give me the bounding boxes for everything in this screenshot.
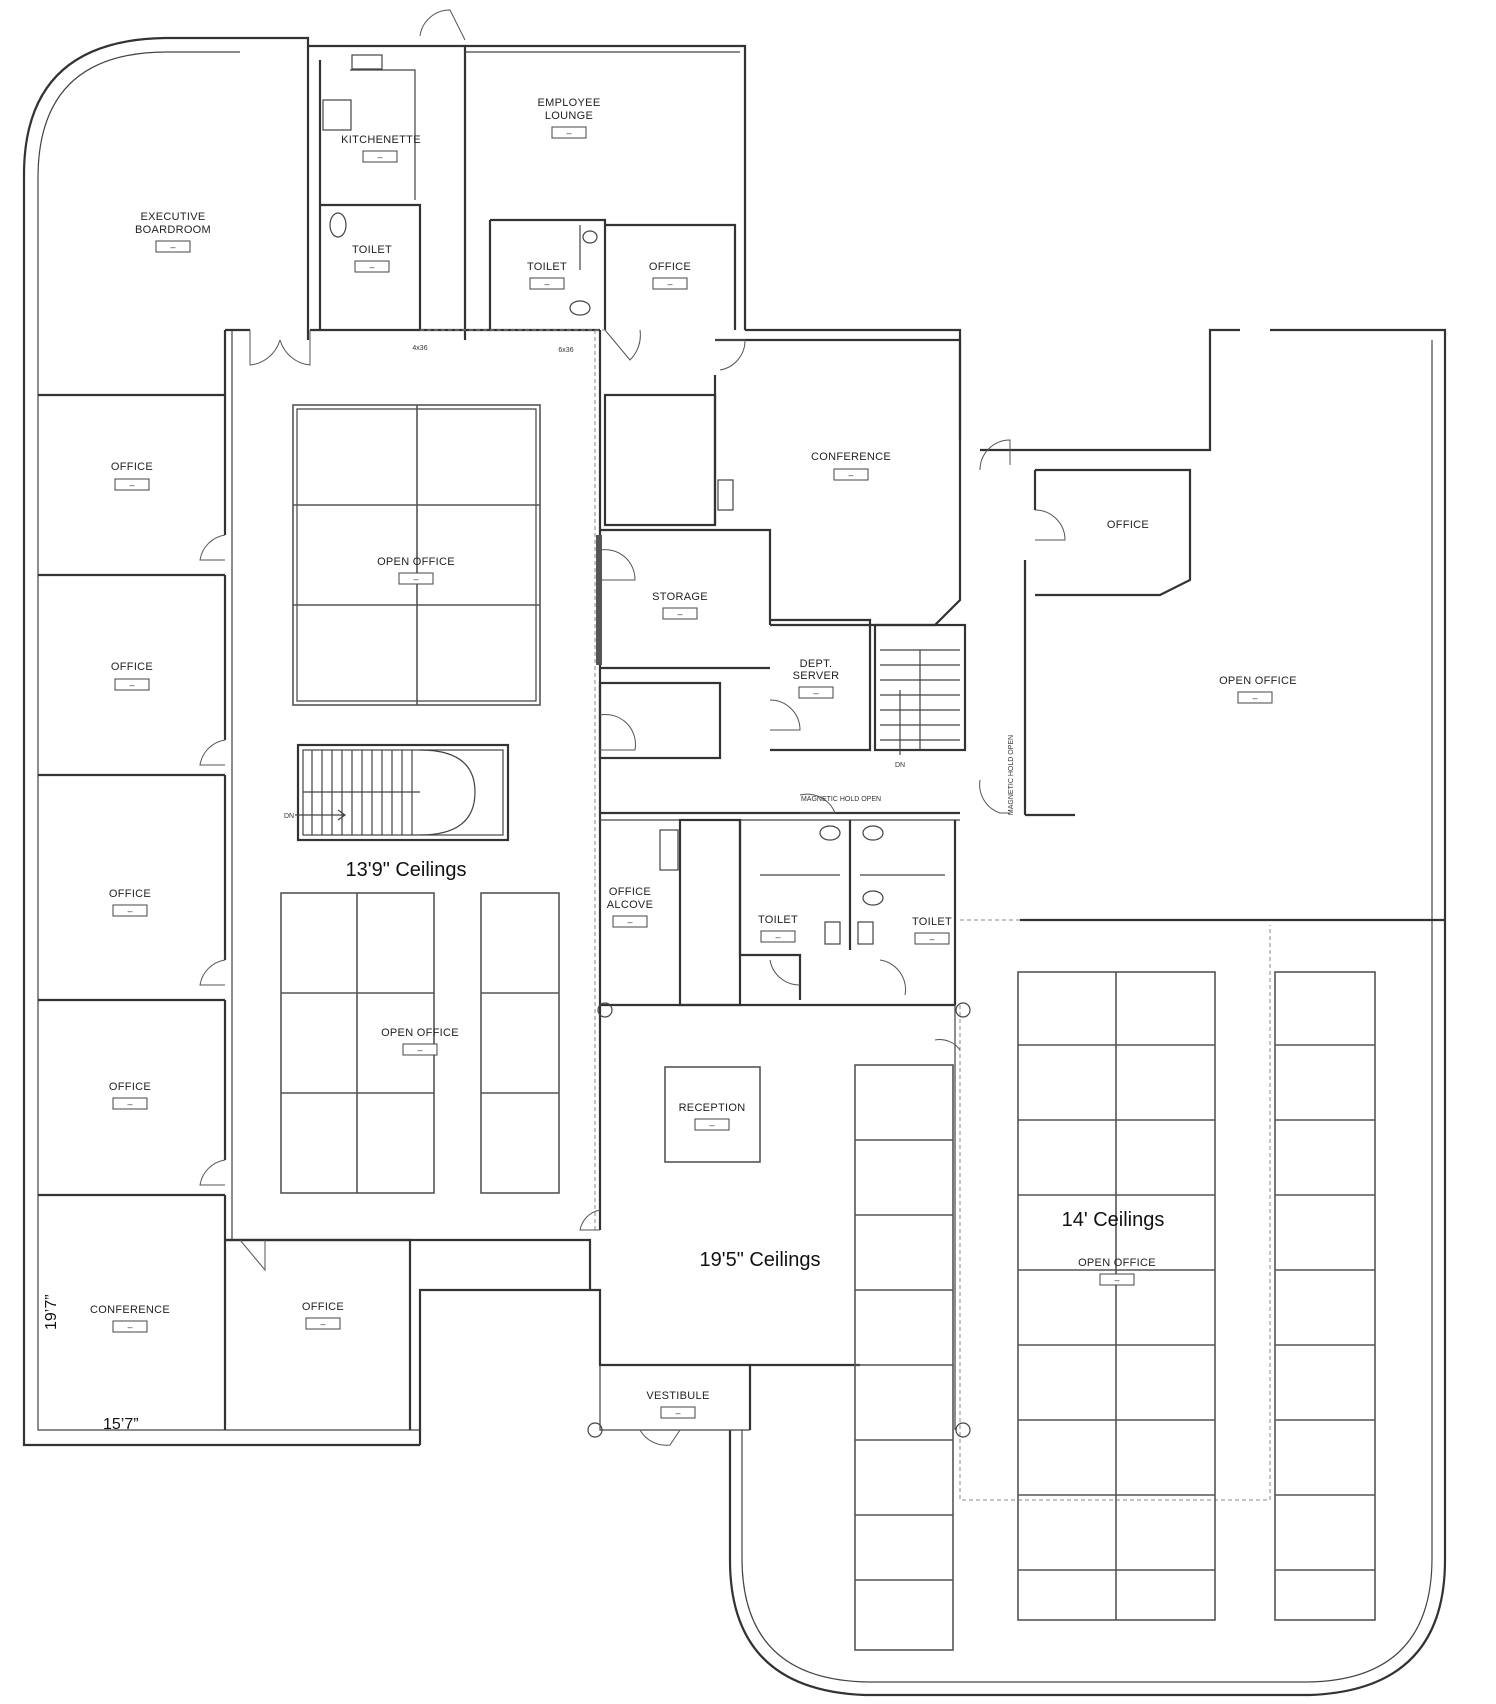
ceiling-labels: 13'9" Ceilings 19'5" Ceilings 14' Ceilin… (346, 859, 1165, 1271)
label-office-lounge: OFFICE (649, 261, 691, 273)
label-office-3: OFFICE (109, 888, 151, 900)
tag-open-office-west-top: – (413, 574, 418, 584)
tag-reception: – (709, 1120, 714, 1130)
label-toilet-lounge: TOILET (527, 261, 567, 273)
dimension-width: 15’7” (103, 1416, 139, 1433)
ceiling-east: 14' Ceilings (1062, 1209, 1165, 1231)
label-toilet-center-1: TOILET (758, 914, 798, 926)
annotations: MAGNETIC HOLD OPEN MAGNETIC HOLD OPEN DN… (284, 345, 1015, 820)
label-open-office-east-bottom: OPEN OFFICE (1078, 1257, 1156, 1269)
tag-office-4: – (127, 1099, 132, 1109)
door-6x36: 6x36 (558, 347, 573, 354)
ceiling-center: 19'5" Ceilings (700, 1249, 821, 1271)
tag-open-office-west-bottom: – (417, 1045, 422, 1055)
label-dept-server-1: DEPT. (800, 658, 833, 670)
tag-conference-west: – (127, 1322, 132, 1332)
tag-office-2: – (129, 680, 134, 690)
east-wing-partitions (954, 468, 1445, 1501)
tag-vestibule: – (675, 1408, 680, 1418)
label-conference-west: CONFERENCE (90, 1304, 170, 1316)
label-office-2: OFFICE (111, 661, 153, 673)
tag-open-office-east-bottom: – (1114, 1275, 1119, 1285)
tag-toilet-center-2: – (929, 934, 934, 944)
room-tags: – – – – – – – – – – – – – – – – – – – – … (112, 126, 1273, 1419)
fixtures (322, 54, 884, 945)
label-storage: STORAGE (652, 591, 708, 603)
tag-office-lounge: – (667, 279, 672, 289)
label-office-alcove-1: OFFICE (609, 886, 651, 898)
tag-office-south: – (320, 1319, 325, 1329)
label-employee-lounge-2: LOUNGE (545, 110, 593, 122)
tag-toilet-center-1: – (775, 932, 780, 942)
label-conference-center: CONFERENCE (811, 451, 891, 463)
door-4x36: 4x36 (412, 345, 427, 352)
tag-toilet-kitchen: – (369, 262, 374, 272)
label-dept-server-2: SERVER (793, 670, 840, 682)
dimension-labels: 15’7” 19’7” (43, 1294, 139, 1433)
tag-executive-boardroom: – (170, 242, 175, 252)
west-partitions (38, 60, 737, 1430)
label-executive-boardroom-1: EXECUTIVE (140, 211, 205, 223)
label-executive-boardroom-2: BOARDROOM (135, 224, 211, 236)
magnetic-hold-open-1: MAGNETIC HOLD OPEN (801, 796, 881, 803)
label-toilet-center-2: TOILET (912, 916, 952, 928)
tag-storage: – (677, 609, 682, 619)
label-office-4: OFFICE (109, 1081, 151, 1093)
label-office-east: OFFICE (1107, 519, 1149, 531)
tag-toilet-lounge: – (544, 279, 549, 289)
label-vestibule: VESTIBULE (646, 1390, 709, 1402)
tag-office-1: – (129, 480, 134, 490)
label-kitchenette: KITCHENETTE (341, 134, 421, 146)
dimension-height: 19’7” (43, 1294, 60, 1330)
label-reception: RECEPTION (679, 1102, 746, 1114)
tag-office-3: – (127, 906, 132, 916)
cubicle-grids (280, 404, 1376, 1651)
tag-open-office-east-top: – (1252, 693, 1257, 703)
room-labels: EXECUTIVE BOARDROOM KITCHENETTE EMPLOYEE… (90, 97, 1297, 1402)
building-shell (22, 36, 1447, 1697)
columns (587, 1002, 971, 1438)
stair-dn-west: DN (284, 813, 294, 820)
tag-kitchenette: – (377, 152, 382, 162)
label-office-south: OFFICE (302, 1301, 344, 1313)
doors (199, 9, 1066, 1446)
label-office-alcove-2: ALCOVE (607, 899, 653, 911)
tag-conference-center: – (848, 470, 853, 480)
stairs (295, 649, 960, 842)
tag-dept-server: – (813, 688, 818, 698)
center-core (596, 338, 967, 1007)
label-office-1: OFFICE (111, 461, 153, 473)
label-open-office-west-bottom: OPEN OFFICE (381, 1027, 459, 1039)
stair-dn-east: DN (895, 762, 905, 769)
tag-office-alcove: – (627, 917, 632, 927)
label-employee-lounge-1: EMPLOYEE (538, 97, 601, 109)
magnetic-hold-open-2: MAGNETIC HOLD OPEN (1008, 735, 1015, 815)
ceiling-west: 13'9" Ceilings (346, 859, 467, 881)
tag-employee-lounge: – (566, 128, 571, 138)
label-toilet-kitchen: TOILET (352, 244, 392, 256)
label-open-office-west-top: OPEN OFFICE (377, 556, 455, 568)
label-open-office-east-top: OPEN OFFICE (1219, 675, 1297, 687)
